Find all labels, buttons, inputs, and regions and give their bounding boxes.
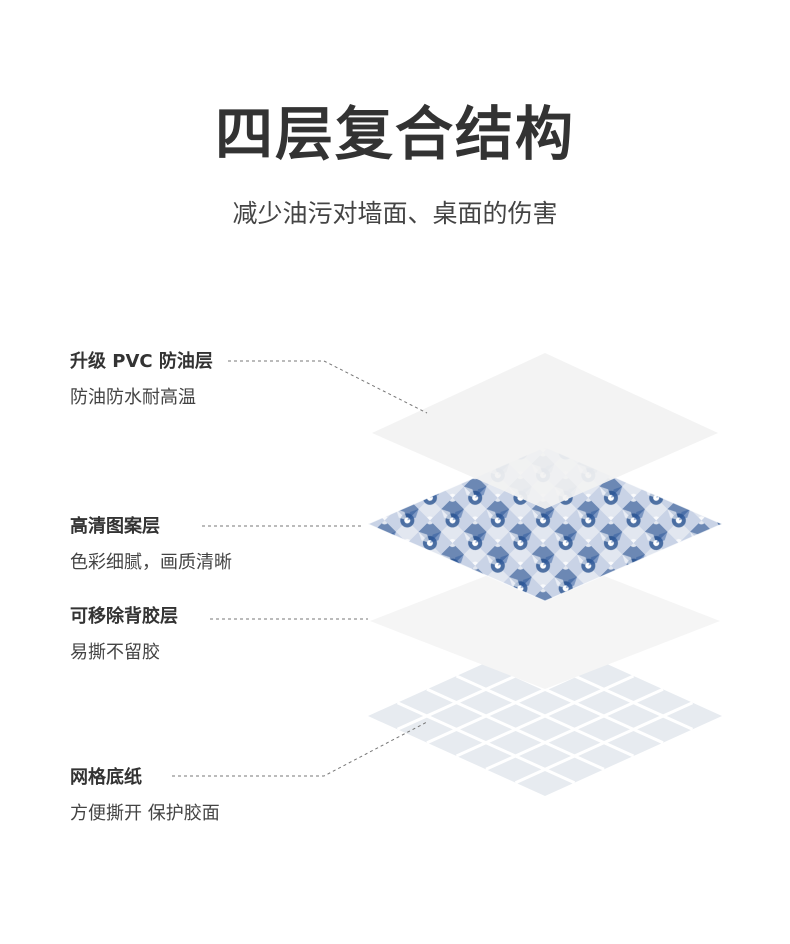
pattern-layer: [366, 446, 724, 602]
leader-line-grid: [172, 721, 428, 777]
layer-label-pattern: 高清图案层 色彩细腻，画质清晰: [70, 514, 232, 576]
page-title: 四层复合结构: [214, 100, 575, 168]
layer-desc: 色彩细腻，画质清晰: [70, 552, 232, 573]
layer-label-adhesive: 可移除背胶层 易撕不留胶: [70, 604, 178, 666]
layer-name: 高清图案层: [70, 516, 160, 537]
layer-desc: 方便撕开 保护胶面: [70, 803, 220, 824]
pvc-layer: [372, 353, 718, 509]
layer-desc: 防油防水耐高温: [70, 387, 196, 408]
leader-line-pvc: [228, 360, 428, 414]
layer-name: 网格底纸: [70, 767, 142, 788]
layer-label-pvc: 升级 PVC 防油层 防油防水耐高温: [70, 349, 213, 411]
layer-name: 升级 PVC 防油层: [70, 351, 213, 372]
layer-desc: 易撕不留胶: [70, 642, 160, 663]
page-subtitle: 减少油污对墙面、桌面的伤害: [232, 199, 558, 228]
adhesive-layer: [370, 553, 720, 689]
layer-name: 可移除背胶层: [70, 606, 178, 627]
grid-paper-layer: [368, 636, 722, 796]
layer-label-grid: 网格底纸 方便撕开 保护胶面: [70, 765, 220, 827]
